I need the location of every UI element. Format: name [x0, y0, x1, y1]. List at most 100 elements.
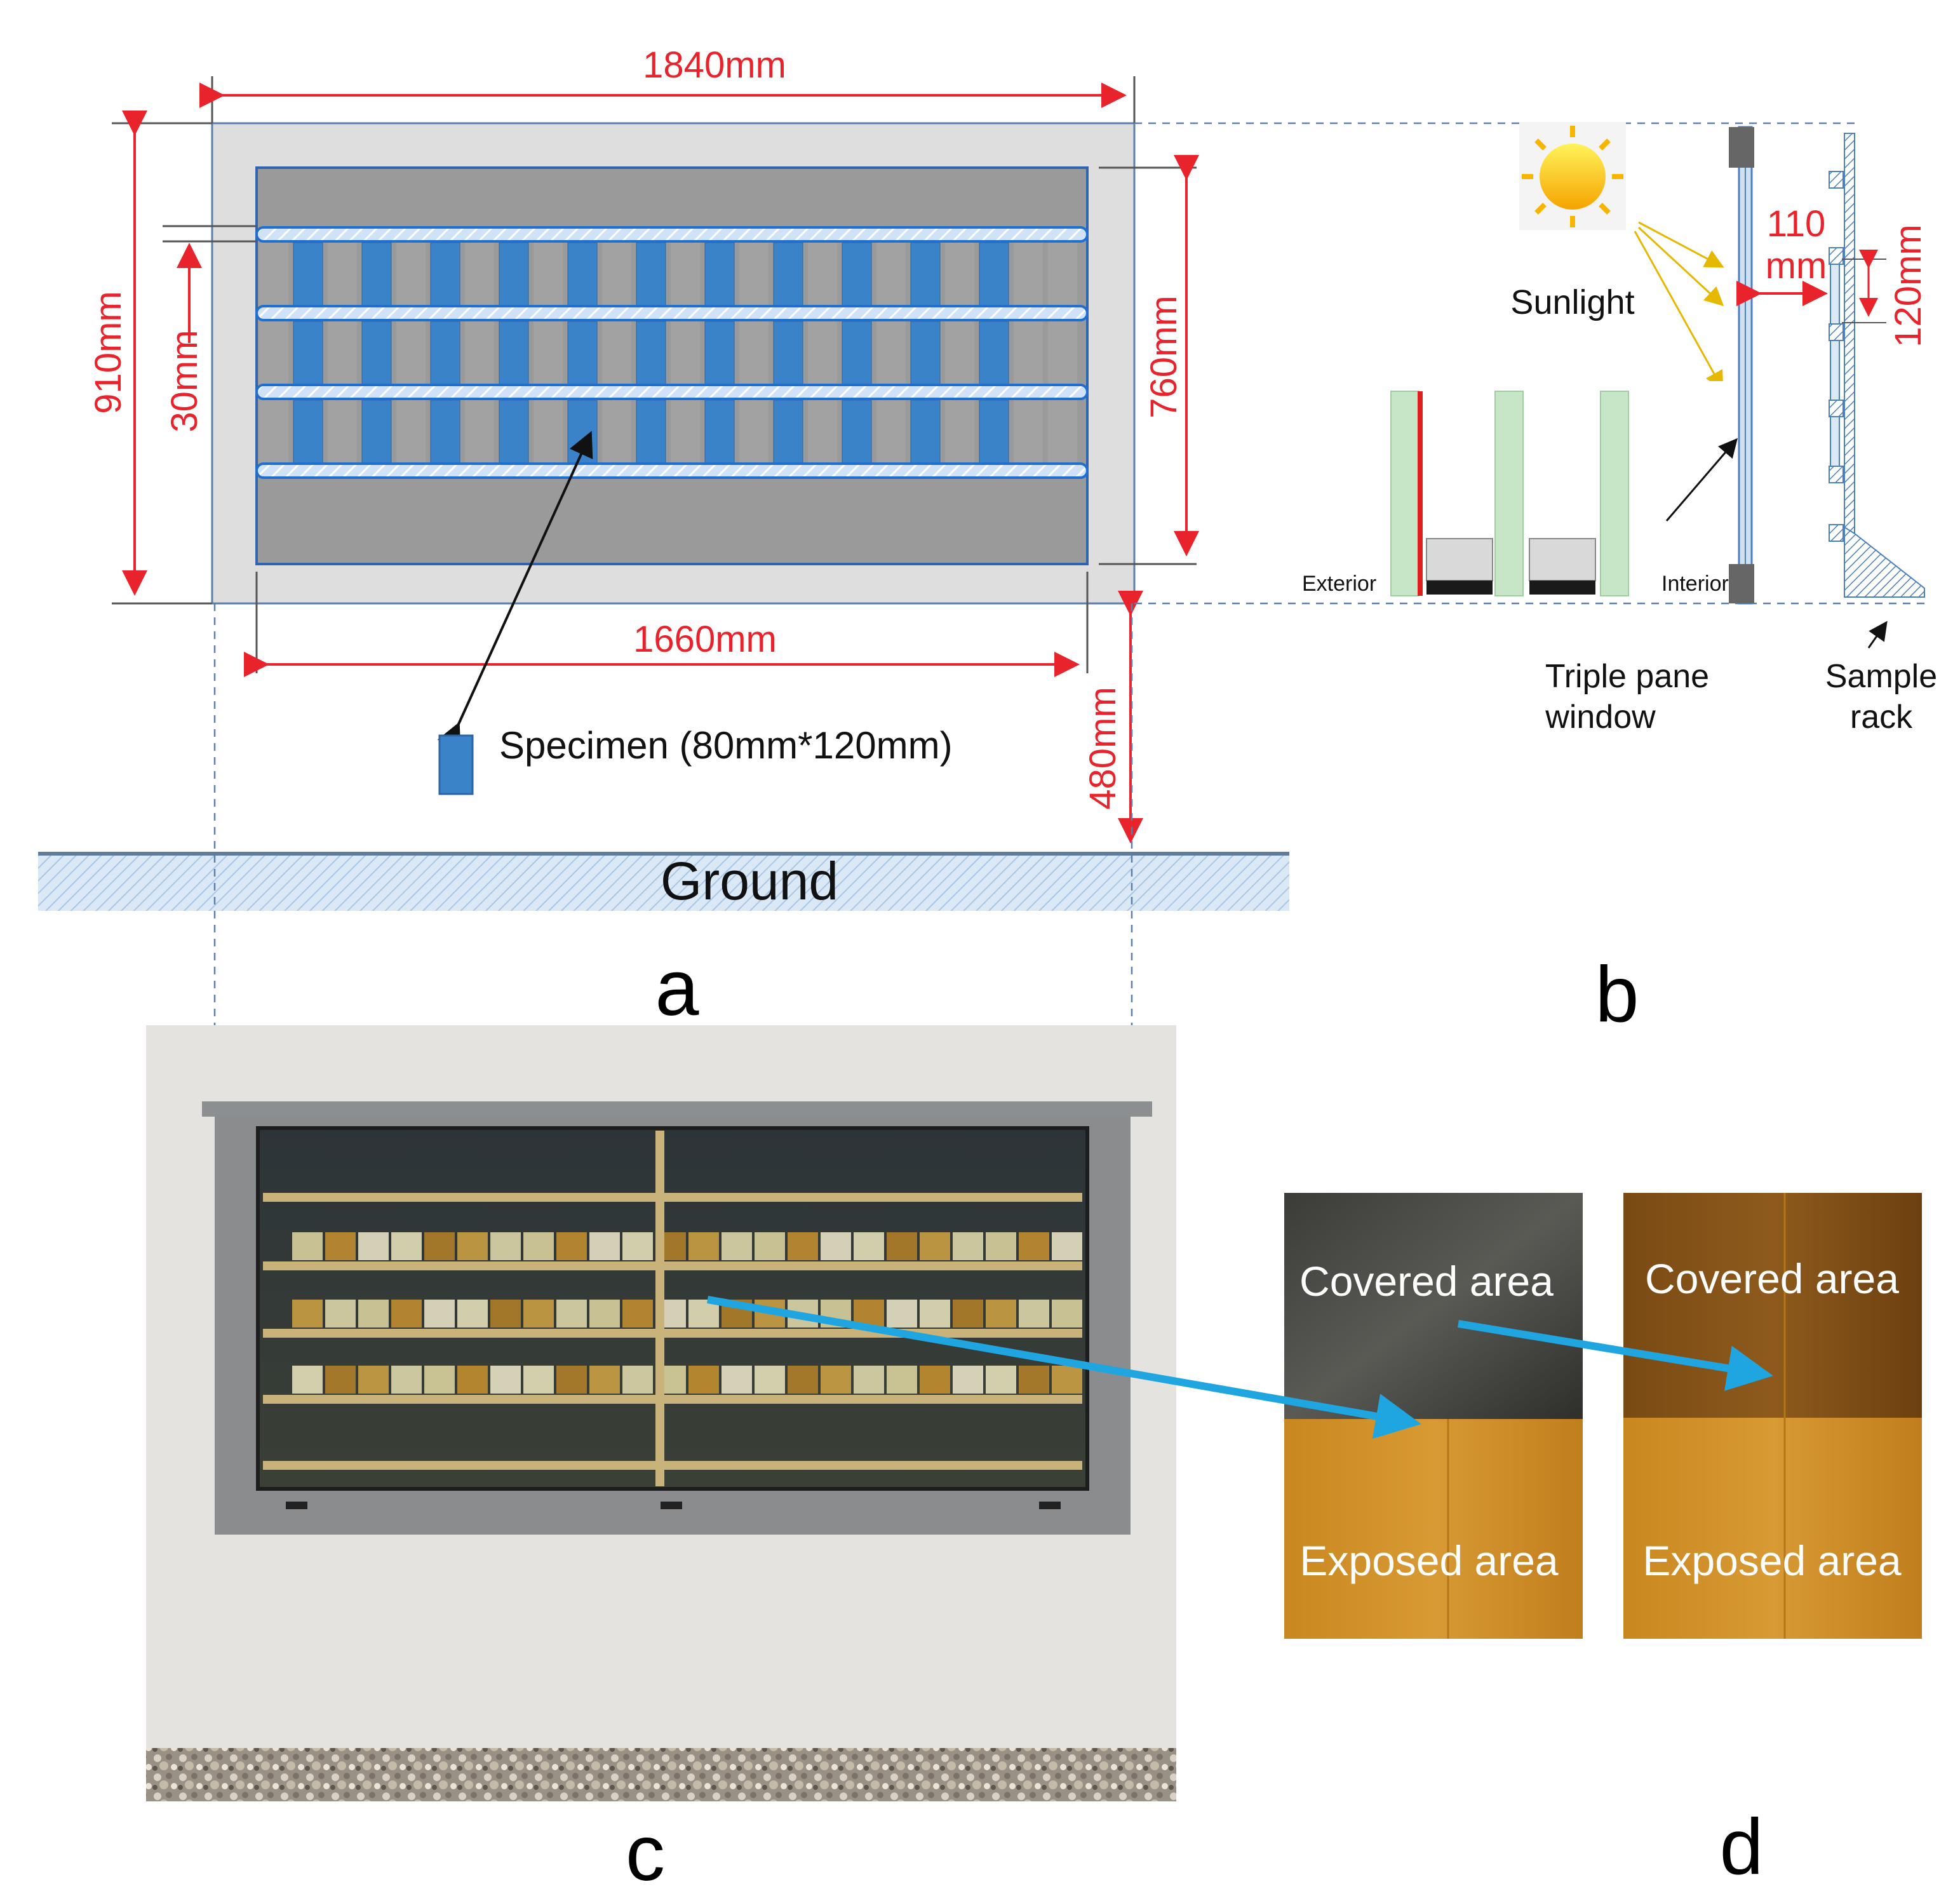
photo-specimen [292, 1300, 323, 1328]
panel-letter-c: c [626, 1810, 665, 1897]
gap-block [739, 400, 769, 464]
sample-rack-profile [1829, 133, 1925, 598]
specimen-block [842, 400, 872, 464]
right-covered-label: Covered area [1645, 1255, 1899, 1302]
cyan-arrow-photo-to-left [706, 1296, 1421, 1439]
photo-specimen [556, 1366, 587, 1394]
right-exposed-area [1623, 1418, 1922, 1639]
dim-label-910: 910mm [88, 291, 129, 414]
photo-specimen [854, 1232, 884, 1260]
photo-specimen [589, 1232, 620, 1260]
window-sill-top [202, 1101, 1152, 1117]
specimen-block [567, 321, 598, 386]
sun-icon [1522, 126, 1623, 227]
left-exposed-area [1284, 1419, 1583, 1639]
frame-vent [286, 1502, 307, 1509]
specimen-block [773, 242, 803, 307]
spacer [1426, 538, 1493, 581]
photo-specimen [920, 1300, 950, 1328]
photo-shelf [263, 1261, 1082, 1270]
photo-specimen [292, 1366, 323, 1394]
photo-specimen [1052, 1366, 1082, 1394]
panel-letter-d: d [1720, 1803, 1764, 1891]
photo-specimen [920, 1232, 950, 1260]
specimen-block [636, 400, 666, 464]
gap-block [739, 243, 769, 306]
specimen-block [773, 400, 803, 464]
photo-specimen [391, 1232, 422, 1260]
photo-specimen [523, 1300, 554, 1328]
frame-vent [661, 1502, 682, 1509]
photo-specimen [325, 1300, 356, 1328]
photo-specimen [589, 1366, 620, 1394]
specimen-block [979, 321, 1009, 386]
gap-block [602, 243, 631, 306]
specimen-block [636, 321, 666, 386]
specimen-pointer [437, 431, 593, 751]
gap-block [671, 400, 700, 464]
photo-specimen [490, 1366, 521, 1394]
specimen-block [979, 242, 1009, 307]
specimen-block [361, 321, 392, 386]
specimen-block [567, 242, 598, 307]
gap-block [396, 243, 426, 306]
photo-specimen [325, 1232, 356, 1260]
specimen-block [430, 321, 460, 386]
photo-specimen [622, 1366, 653, 1394]
dim-label-760: 760mm [1143, 295, 1185, 418]
photo-specimen [953, 1232, 983, 1260]
dim-label-110-unit: mm [1766, 245, 1827, 286]
gap-block [465, 243, 494, 306]
gap-block [1014, 321, 1043, 385]
photo-specimen [391, 1300, 422, 1328]
specimen-block [361, 400, 392, 464]
photo-shelf-post [655, 1131, 664, 1486]
glass-pane [1390, 391, 1420, 596]
gap-block [328, 243, 357, 306]
photo-specimen [788, 1366, 818, 1394]
photo-specimen [523, 1232, 554, 1260]
ground-label: Ground [661, 851, 838, 911]
photo-specimen [821, 1232, 851, 1260]
photo-shelf [263, 1461, 1082, 1470]
photo-specimen [1019, 1366, 1049, 1394]
photo-specimen [887, 1366, 917, 1394]
gap-block [1048, 321, 1077, 385]
glass-coating [1418, 391, 1423, 596]
photo-specimen [755, 1366, 785, 1394]
glass-pane [1600, 391, 1629, 596]
sun-ray [1634, 231, 1724, 391]
rack-bar [255, 462, 1089, 479]
photo-specimen [457, 1232, 488, 1260]
gap-block [259, 243, 288, 306]
specimen-block [910, 242, 941, 307]
photo-specimen [490, 1232, 521, 1260]
gap-block [259, 321, 288, 385]
specimen-block [773, 321, 803, 386]
photo-specimen [821, 1366, 851, 1394]
photo-specimen [457, 1366, 488, 1394]
specimen-block [704, 400, 735, 464]
photo-specimen [854, 1366, 884, 1394]
photo-specimen [457, 1300, 488, 1328]
photo-specimen [556, 1232, 587, 1260]
photo-specimen [424, 1232, 455, 1260]
photo-specimen [490, 1300, 521, 1328]
specimen-block [293, 242, 323, 307]
specimen-swatch [438, 734, 474, 795]
right-covered-area [1623, 1193, 1922, 1418]
dim-label-110-value: 110 [1767, 203, 1825, 245]
rack-bar [255, 384, 1089, 400]
specimen-block [430, 400, 460, 464]
gap-block [945, 243, 974, 306]
panel-d-photos: Covered area Exposed area Covered area E… [706, 1193, 1922, 1891]
gap-block [534, 321, 563, 385]
gap-block [259, 400, 288, 464]
specimen-label: Specimen (80mm*120mm) [499, 724, 953, 767]
gap-block [945, 400, 974, 464]
panel-a: 1840mm 910mm 30mm 760mm 1660mm 480mm Spe… [38, 44, 1924, 1105]
photo-shelf [263, 1329, 1082, 1338]
gap-block [1014, 243, 1043, 306]
dim-label-30: 30mm [164, 330, 205, 432]
